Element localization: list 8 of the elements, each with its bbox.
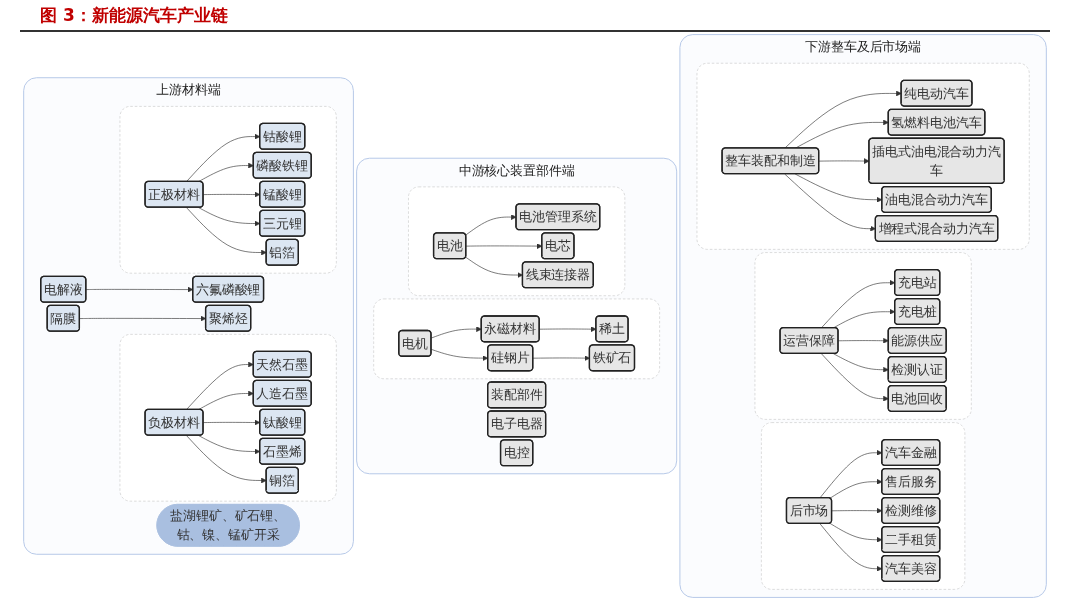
cluster [373, 298, 660, 380]
figure-title: 图 3：新能源汽车产业链 [20, 0, 1050, 32]
cluster [119, 106, 337, 274]
cluster [761, 422, 966, 590]
cluster [696, 62, 1030, 250]
cluster [408, 186, 626, 297]
cluster [754, 252, 972, 420]
cluster [119, 334, 337, 502]
